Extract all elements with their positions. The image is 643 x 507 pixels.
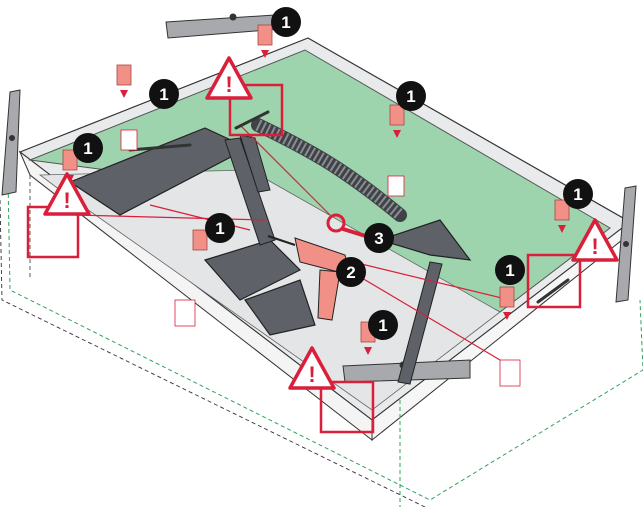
link-arm-left: [224, 137, 276, 246]
svg-text:1: 1: [378, 316, 387, 335]
bottom-step: [244, 279, 316, 336]
link-arm-right: [239, 134, 271, 193]
lever-arm: [378, 219, 472, 261]
frame-rails: [1, 13, 637, 383]
tag-plates: [120, 129, 521, 387]
svg-text:1: 1: [215, 219, 224, 238]
svg-text:!: !: [308, 362, 315, 387]
svg-text:!: !: [225, 72, 232, 97]
warning-triangle-front: !: [288, 346, 336, 390]
support-leg: [397, 261, 443, 385]
callout-badge-1-top: 1: [271, 7, 301, 37]
svg-text:!: !: [591, 234, 598, 259]
callout-badge-1-right: 1: [563, 179, 593, 209]
callout-badge-1-left-top: 1: [149, 79, 179, 109]
callout-badge-1-center: 1: [205, 213, 235, 243]
lower-step: [203, 239, 302, 301]
svg-text:1: 1: [159, 85, 168, 104]
callout-badges: 1 1 1 1 1 1 1 1 2 3: [73, 7, 593, 340]
callout-badge-1-upper-right: 1: [396, 81, 426, 111]
bolt-rods: [128, 110, 570, 304]
svg-text:1: 1: [281, 13, 290, 32]
callout-badge-1-left: 1: [73, 133, 103, 163]
callout-badge-3: 3: [364, 223, 394, 253]
svg-text:1: 1: [505, 261, 514, 280]
warning-triangle-left: !: [43, 172, 91, 216]
spring-coil-texture: [255, 119, 404, 220]
svg-text:2: 2: [346, 263, 355, 282]
inner-cavity: [38, 169, 501, 411]
callout-badge-1-lower-right: 1: [495, 255, 525, 285]
svg-text:3: 3: [374, 229, 383, 248]
callout-badge-1-bottom: 1: [368, 310, 398, 340]
warning-triangle-upper: !: [205, 56, 253, 100]
warning-triangles: ! ! ! !: [43, 56, 619, 390]
svg-text:1: 1: [406, 87, 415, 106]
svg-text:1: 1: [573, 185, 582, 204]
warning-triangle-right: !: [571, 218, 619, 262]
dashed-guides: [0, 175, 643, 507]
svg-text:1: 1: [83, 139, 92, 158]
callout-badge-2: 2: [336, 257, 366, 287]
step-mechanism: [68, 118, 472, 385]
svg-text:!: !: [63, 188, 70, 213]
drill-tool: [267, 235, 351, 321]
